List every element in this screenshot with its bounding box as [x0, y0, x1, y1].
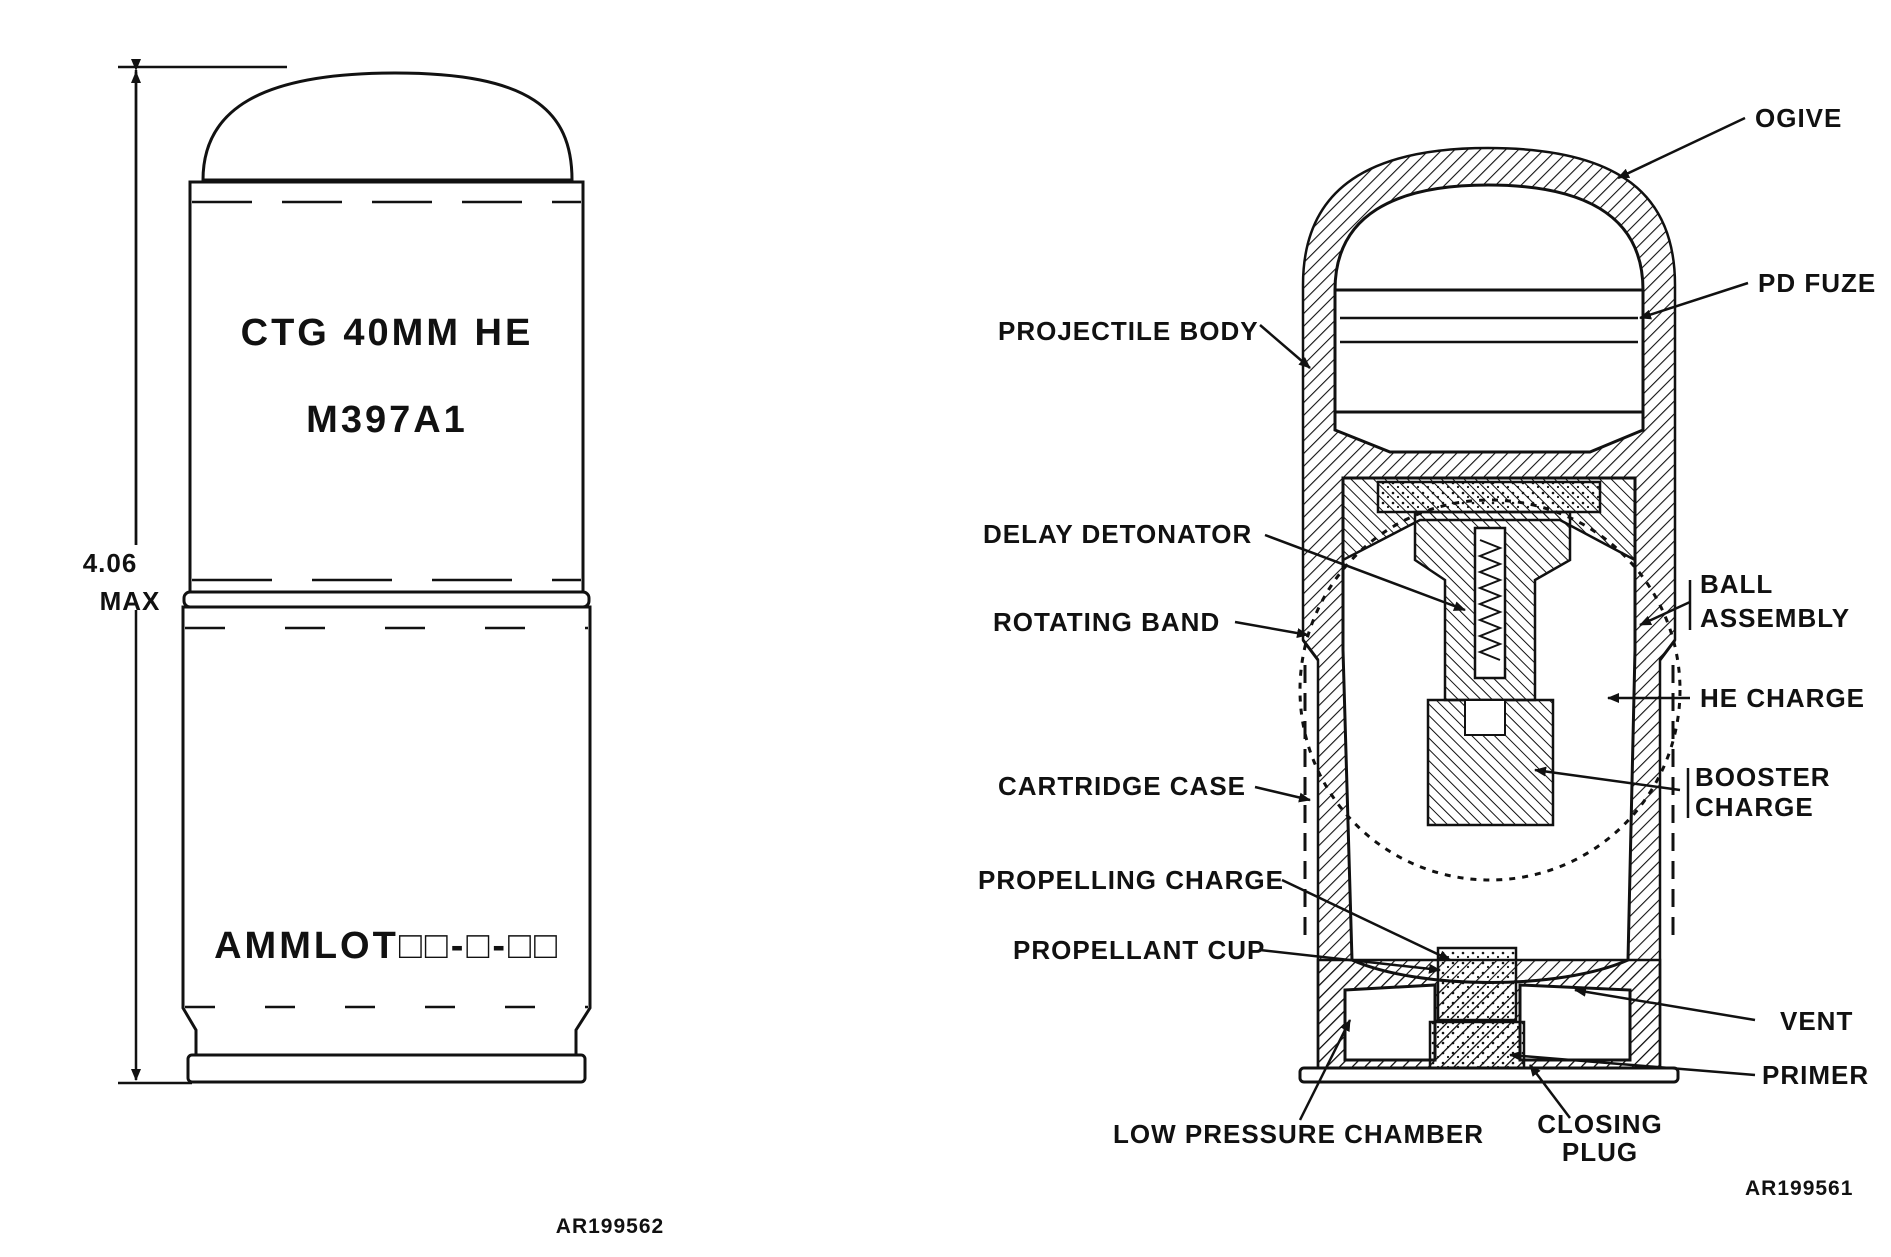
detonator-cap-strip	[1376, 480, 1602, 514]
cartridge-rim	[186, 1053, 587, 1084]
leader-delay-detonator	[1264, 533, 1466, 612]
leader-propelling-charge	[1281, 878, 1451, 962]
label-pd-fuze: PD FUZE	[1758, 268, 1876, 298]
leader-ball-assembly	[1639, 600, 1691, 627]
leader-booster-charge	[1534, 766, 1681, 792]
label-low-pressure-chamber: LOW PRESSURE CHAMBER	[1113, 1119, 1484, 1149]
leader-primer	[1509, 1050, 1756, 1077]
label-cartridge-case: CARTRIDGE CASE	[998, 771, 1246, 801]
label-ball-assembly-1: BALL	[1700, 569, 1773, 599]
rotating-band-outline	[182, 590, 591, 609]
dimension-qualifier: MAX	[100, 586, 161, 616]
label-booster-charge-2: CHARGE	[1695, 792, 1814, 822]
dimension-value: 4.06	[83, 548, 138, 578]
label-delay-detonator: DELAY DETONATOR	[983, 519, 1252, 549]
fuze-neck	[1333, 410, 1645, 454]
label-propelling-charge: PROPELLING CHARGE	[978, 865, 1284, 895]
leader-pd-fuze	[1639, 281, 1749, 320]
cartridge-text-2: M397A1	[306, 399, 468, 441]
label-closing-plug-2: PLUG	[1562, 1137, 1638, 1167]
label-propellant-cup: PROPELLANT CUP	[1013, 935, 1265, 965]
leader-low-pressure-chamber	[1298, 1019, 1352, 1121]
label-closing-plug-1: CLOSING	[1537, 1109, 1662, 1139]
label-ogive: OGIVE	[1755, 103, 1842, 133]
leader-closing-plug	[1529, 1064, 1571, 1119]
leader-vent	[1574, 986, 1756, 1022]
leader-ogive	[1617, 116, 1746, 180]
lot-text: AMMLOT□□-□-□□	[214, 925, 560, 967]
label-he-charge: HE CHARGE	[1700, 683, 1865, 713]
leader-rotating-band	[1234, 620, 1309, 638]
rotating-band-ticks	[1301, 639, 1677, 661]
left-cartridge-figure: 4.06 MAX CTG 40MM HE M397A1 AMMLOT□□-□-□…	[83, 59, 664, 1238]
low-pressure-chamber-cavity	[1343, 983, 1437, 1062]
fuze-chamber	[1333, 288, 1645, 414]
projectile-upper-body	[188, 180, 585, 594]
label-projectile-body: PROJECTILE BODY	[998, 316, 1259, 346]
ogive-cavity	[1333, 183, 1645, 292]
booster-well	[1464, 699, 1506, 736]
ball-assembly-ring	[1298, 498, 1682, 882]
cartridge-case-outline	[181, 605, 592, 1057]
label-ball-assembly-2: ASSEMBLY	[1700, 603, 1850, 633]
label-booster-charge-1: BOOSTER	[1695, 762, 1831, 792]
primer-closing-plug	[1428, 1020, 1526, 1074]
right-cutaway-figure: OGIVE PD FUZE PROJECTILE BODY DELAY DETO…	[978, 103, 1876, 1200]
leader-cartridge-case	[1254, 785, 1311, 803]
right-figure-ref: AR199561	[1745, 1177, 1853, 1200]
leader-propellant-cup	[1259, 948, 1441, 974]
case-rim	[1298, 1066, 1680, 1084]
delay-spring	[1477, 539, 1503, 661]
leader-projectile-body	[1259, 324, 1311, 369]
propellant-cup	[1436, 946, 1518, 1022]
label-vent: VENT	[1780, 1006, 1853, 1036]
label-rotating-band: ROTATING BAND	[993, 607, 1220, 637]
left-figure-ref: AR199562	[556, 1215, 664, 1238]
label-primer: PRIMER	[1762, 1060, 1869, 1090]
cartridge-text-1: CTG 40MM HE	[241, 312, 534, 354]
projectile-dome	[201, 71, 574, 182]
